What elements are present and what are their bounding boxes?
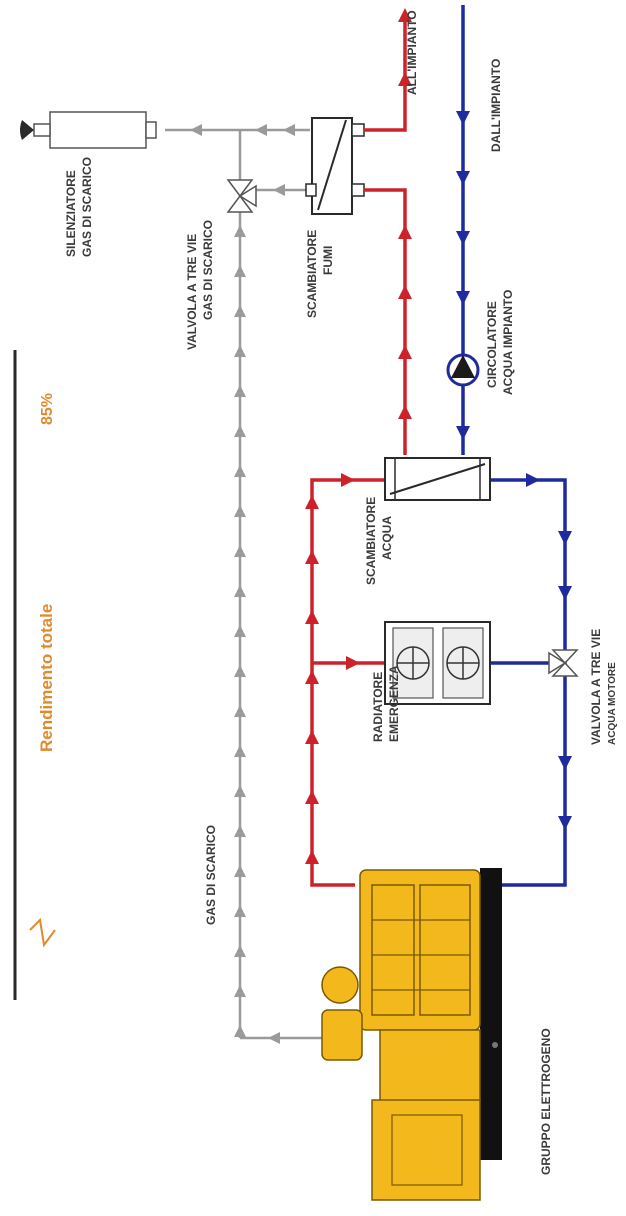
rendimento-label: Rendimento totale — [37, 604, 56, 752]
label-engine-valve-line2: ACQUA MOTORE — [607, 662, 618, 745]
exhaust-flow-arrows — [190, 124, 295, 1044]
label-exhaust-gas: GAS DI SCARICO — [204, 825, 218, 925]
rendimento-value: 85% — [39, 393, 56, 425]
label-generator-set: GRUPPO ELETTROGENO — [539, 1028, 553, 1175]
label-pump-line2: ACQUA IMPIANTO — [501, 290, 515, 395]
exhaust-heat-exchanger-icon — [305, 117, 365, 215]
label-pump-line1: CIRCOLATORE — [485, 301, 499, 388]
label-exhaust-valve-line2: GAS DI SCARICO — [201, 220, 215, 320]
engine-three-way-valve-icon — [548, 649, 579, 677]
exhaust-three-way-valve-icon — [226, 179, 257, 213]
label-exhaust-hx-line1: SCAMBIATORE — [305, 230, 319, 318]
label-silencer-line1: SILENZIATORE — [64, 170, 78, 257]
silencer-icon — [20, 111, 157, 149]
label-dall-impianto: DALL'IMPIANTO — [489, 59, 503, 152]
label-all-impianto: ALL'IMPIANTO — [405, 10, 419, 95]
label-radiator-line2: EMERGENZA — [387, 665, 401, 742]
water-heat-exchanger-icon — [384, 457, 491, 501]
label-exhaust-valve-line1: VALVOLA A TRE VIE — [185, 234, 199, 350]
label-exhaust-hx-line2: FUMI — [321, 246, 335, 275]
generator-base — [480, 868, 502, 1160]
labels: ALL'IMPIANTO DALL'IMPIANTO SILENZIATORE … — [64, 10, 618, 1175]
pump-icon — [446, 353, 480, 387]
label-silencer-line2: GAS DI SCARICO — [80, 157, 94, 257]
generator-set-icon — [321, 868, 502, 1201]
label-engine-valve-line1: VALVOLA A TRE VIE — [589, 629, 603, 745]
hot-water-flow-arrows — [305, 8, 412, 864]
label-water-hx-line2: ACQUA — [380, 516, 394, 560]
cold-water-flow-arrows — [450, 111, 572, 892]
rendimento-arrow-icon — [29, 917, 56, 948]
rendimento-section: Rendimento totale 85% — [13, 350, 56, 1000]
cold-water-circuit — [450, 5, 567, 887]
exhaust-line — [165, 124, 322, 1044]
label-radiator-line1: RADIATORE — [371, 672, 385, 742]
label-water-hx-line1: SCAMBIATORE — [364, 497, 378, 585]
radiator-icon — [384, 621, 491, 705]
